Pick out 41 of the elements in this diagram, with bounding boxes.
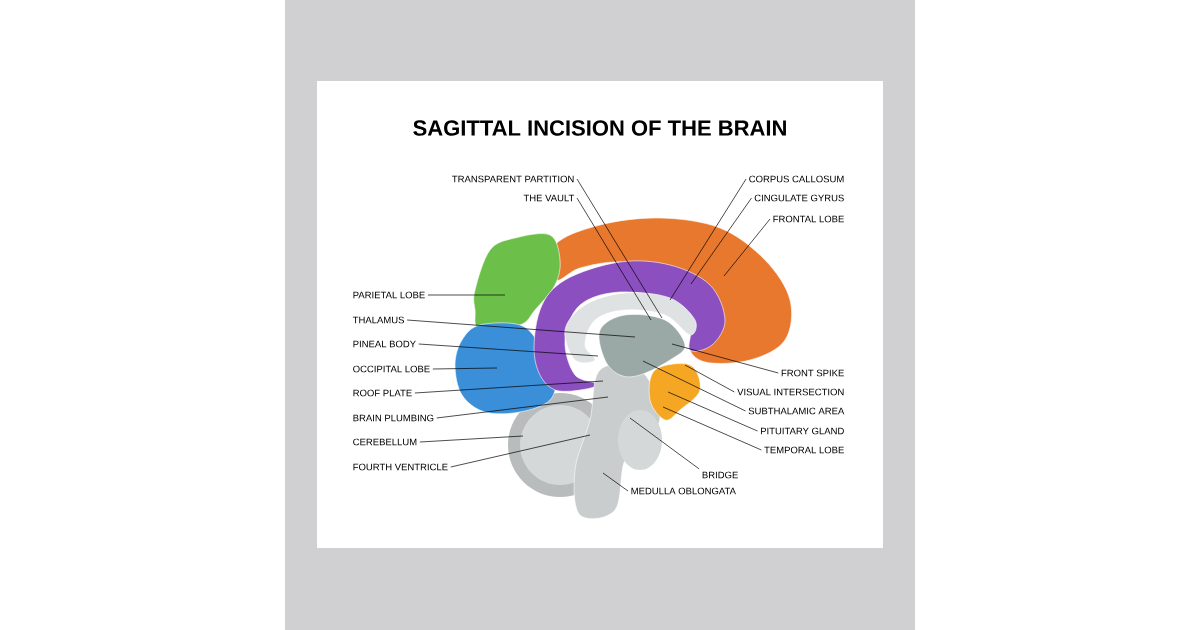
leader-line xyxy=(576,197,652,321)
leader-line xyxy=(669,178,747,301)
leader-line xyxy=(432,367,498,370)
leader-line xyxy=(576,178,663,319)
leader-line xyxy=(419,435,524,443)
leader-line xyxy=(629,417,700,470)
part-label: CINGULATE GYRUS xyxy=(754,194,844,202)
part-label: TEMPORAL LOBE xyxy=(764,446,844,454)
part-label: TRANSPARENT PARTITION xyxy=(452,175,574,183)
part-label: PINEAL BODY xyxy=(353,340,416,348)
part-label: SUBTHALAMIC AREA xyxy=(748,407,845,415)
part-label: FOURTH VENTRICLE xyxy=(353,463,448,471)
title: SAGITTAL INCISION OF THE BRAIN xyxy=(413,120,786,136)
leader-line xyxy=(414,380,604,394)
leader-line xyxy=(602,472,629,492)
part-label: BRIDGE xyxy=(702,471,738,479)
part-label: FRONT SPIKE xyxy=(781,369,844,377)
part-label: ROOF PLATE xyxy=(353,389,412,397)
leader-line xyxy=(662,406,762,451)
leader-line xyxy=(684,364,735,393)
leader-line xyxy=(427,294,506,296)
leader-line xyxy=(418,343,599,357)
leader-line xyxy=(436,396,609,419)
leader-line xyxy=(406,319,636,338)
leader-line xyxy=(723,218,771,277)
part-label: OCCIPITAL LOBE xyxy=(353,365,430,373)
part-label: CORPUS CALLOSUM xyxy=(749,175,844,183)
part-label: BRAIN PLUMBING xyxy=(353,414,434,422)
part-label: PARIETAL LOBE xyxy=(353,291,425,299)
part-label: FRONTAL LOBE xyxy=(773,215,844,223)
part-label: MEDULLA OBLONGATA xyxy=(631,487,736,495)
leader-line xyxy=(642,360,746,412)
part-label: VISUAL INTERSECTION xyxy=(737,388,844,396)
part-label: THALAMUS xyxy=(352,316,404,324)
leader-line xyxy=(671,343,779,374)
leader-line xyxy=(667,391,758,432)
part-label: PITUITARY GLAND xyxy=(761,427,844,435)
part-label: THE VAULT xyxy=(523,194,575,202)
part-label: CEREBELLUM xyxy=(353,438,417,446)
leader-line xyxy=(450,434,591,468)
leader-line xyxy=(690,197,752,285)
